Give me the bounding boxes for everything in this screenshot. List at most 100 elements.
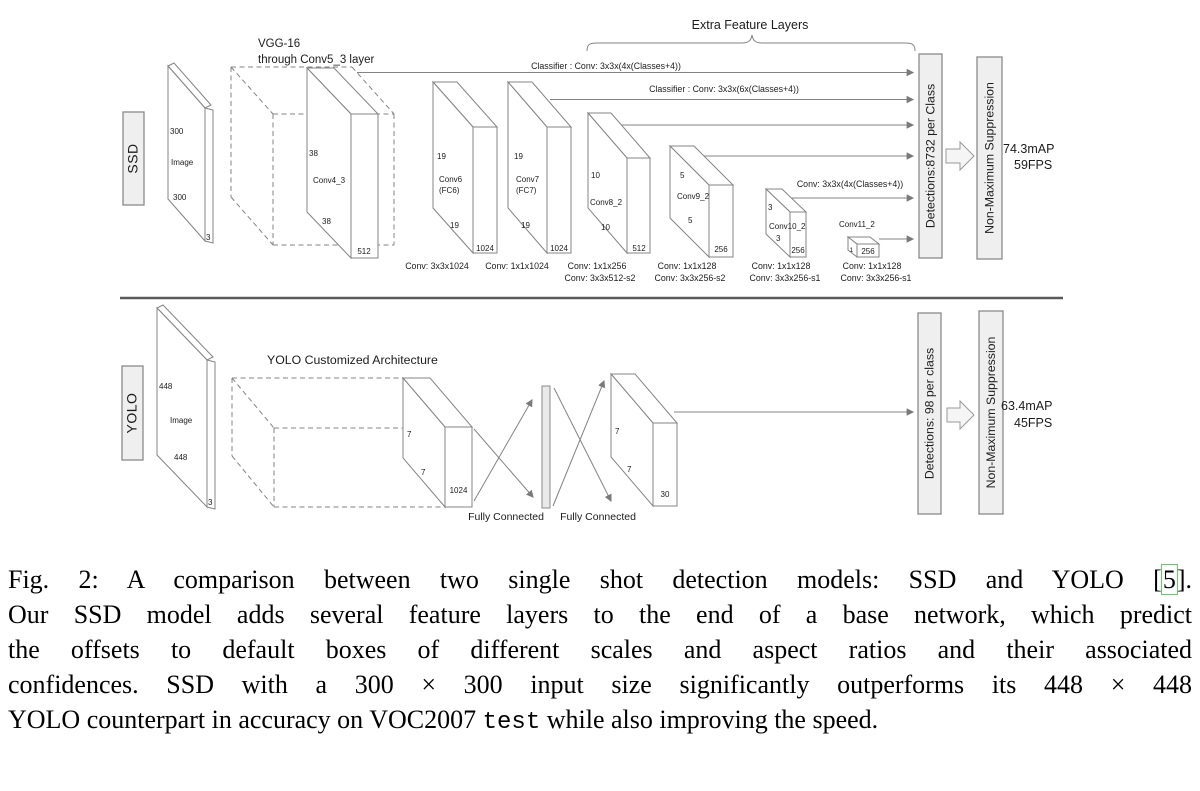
citation-ref-5[interactable]: 5 bbox=[1160, 564, 1178, 595]
conv6-h: 19 bbox=[437, 152, 446, 161]
yolo-conv-out-c: 1024 bbox=[450, 486, 468, 495]
yolo-input-label: Image bbox=[170, 416, 193, 425]
conv6-name: Conv6 bbox=[439, 175, 463, 184]
conv10_2-h: 3 bbox=[768, 203, 773, 212]
yolo-fps-result: 45FPS bbox=[1014, 416, 1052, 430]
conv4_3-name: Conv4_3 bbox=[313, 176, 346, 185]
ssd-input-h: 300 bbox=[170, 127, 184, 136]
conv4_3-w: 38 bbox=[322, 217, 331, 226]
caption-text: input size significantly outperforms its bbox=[502, 670, 1045, 699]
yolo-nms-block-arrow-icon bbox=[946, 399, 975, 431]
fully-connected-label-2: Fully Connected bbox=[560, 511, 636, 523]
op-conv11-1: Conv: 1x1x128 bbox=[843, 261, 902, 271]
ssd-op-labels: Conv: 3x3x1024 Conv: 1x1x1024 Conv: 1x1x… bbox=[405, 261, 911, 283]
conv7-w: 19 bbox=[521, 221, 530, 230]
conv11_2-h: 1 bbox=[850, 247, 854, 254]
caption-text: the offsets to default boxes of differen… bbox=[8, 635, 1192, 664]
layer-conv10_2: 3 Conv10_2 3 256 bbox=[764, 187, 808, 259]
yolo-row-label-box bbox=[121, 365, 144, 461]
conv11_2-name: Conv11_2 bbox=[839, 220, 875, 229]
conv7-name: Conv7 bbox=[516, 175, 540, 184]
yolo-detections-label: Detections: 98 per class bbox=[923, 348, 937, 479]
op-conv8-2: Conv: 3x3x512-s2 bbox=[565, 273, 636, 283]
caption-line-1: Fig. 2: A comparison between two single … bbox=[8, 562, 1192, 597]
yolo-nms-box bbox=[978, 310, 1004, 515]
fully-connected-label-1: Fully Connected bbox=[468, 511, 544, 523]
caption-line-2: Our SSD model adds several feature layer… bbox=[8, 597, 1192, 632]
yolo-input-c: 3 bbox=[208, 498, 213, 507]
caption-line-4: confidences. SSD with a 300 × 300 input … bbox=[8, 667, 1192, 702]
op-conv9-1: Conv: 1x1x128 bbox=[658, 261, 717, 271]
ssd-detections-label: Detections:8732 per Class bbox=[924, 84, 938, 228]
ssd-row-label: SSD bbox=[125, 143, 141, 173]
op-conv10-2: Conv: 3x3x256-s1 bbox=[750, 273, 821, 283]
op-conv6: Conv: 3x3x1024 bbox=[405, 261, 469, 271]
yolo-nms-label: Non-Maximum Suppression bbox=[984, 336, 998, 488]
yolo-conv-out-box: 7 7 1024 bbox=[401, 376, 474, 509]
caption-text: confidences. SSD with a bbox=[8, 670, 355, 699]
layer-conv9_2: 5 Conv9_2 5 256 bbox=[668, 144, 735, 259]
caption-math: 300 × 300 bbox=[354, 670, 503, 699]
vgg-title-line2: through Conv5_3 layer bbox=[258, 54, 375, 66]
conv9_2-c: 256 bbox=[714, 245, 728, 254]
ssd-map-result: 74.3mAP bbox=[1003, 142, 1054, 156]
conv11_2-c: 256 bbox=[861, 247, 875, 256]
caption-code-test: test bbox=[482, 709, 541, 736]
yolo-fc-bar bbox=[541, 385, 551, 509]
conv10_2-c: 256 bbox=[791, 246, 805, 255]
figure-caption: Fig. 2: A comparison between two single … bbox=[8, 562, 1192, 737]
op-conv11-2: Conv: 3x3x256-s1 bbox=[841, 273, 912, 283]
ssd-nms-block-arrow-icon bbox=[945, 140, 975, 172]
caption-text: Fig. 2: A comparison between two single … bbox=[8, 565, 1162, 594]
extra-feature-layers-title: Extra Feature Layers bbox=[692, 18, 809, 32]
yolo-output-box: 7 7 30 bbox=[609, 372, 679, 508]
yolo-input-w: 448 bbox=[174, 453, 188, 462]
ssd-row-label-box bbox=[122, 111, 145, 206]
ssd-nms-box bbox=[976, 56, 1003, 260]
conv10_2-w: 3 bbox=[776, 234, 781, 243]
ssd-row: SSD 300 Image 300 3 VGG-16 through Conv5… bbox=[122, 18, 1054, 283]
op-conv7: Conv: 1x1x1024 bbox=[485, 261, 549, 271]
caption-line-5: YOLO counterpart in accuracy on VOC2007 … bbox=[8, 702, 1192, 737]
layer-conv11_2: Conv11_2 1 256 bbox=[839, 220, 881, 259]
caption-text: ]. bbox=[1176, 565, 1192, 594]
caption-math: 448 × 448 bbox=[1044, 670, 1193, 699]
ssd-input-image: 300 Image 300 3 bbox=[167, 62, 214, 244]
caption-text: Our SSD model adds several feature layer… bbox=[8, 600, 1192, 629]
conv6-c: 1024 bbox=[476, 244, 494, 253]
yolo-backbone-dashed-box bbox=[231, 377, 445, 508]
ssd-input-w: 300 bbox=[173, 193, 187, 202]
op-conv10-1: Conv: 1x1x128 bbox=[752, 261, 811, 271]
conv9_2-h: 5 bbox=[680, 171, 685, 180]
conv7-c: 1024 bbox=[550, 244, 568, 253]
yolo-conv-out-h: 7 bbox=[407, 430, 412, 439]
caption-text: YOLO counterpart in accuracy on VOC2007 bbox=[8, 705, 483, 734]
ssd-input-c: 3 bbox=[206, 233, 211, 242]
op-conv8-1: Conv: 1x1x256 bbox=[568, 261, 627, 271]
layer-conv8_2: 10 Conv8_2 10 512 bbox=[586, 111, 652, 255]
yolo-row: YOLO 448 Image 448 3 YOLO Customized Arc… bbox=[121, 304, 1052, 523]
layer-conv7: 19 Conv7 (FC7) 19 1024 bbox=[506, 80, 573, 255]
conv8_2-c: 512 bbox=[632, 244, 646, 253]
conv8_2-name: Conv8_2 bbox=[590, 198, 623, 207]
yolo-input-h: 448 bbox=[159, 382, 173, 391]
ssd-classifier-arrows: Classifier : Conv: 3x3x(4x(Classes+4)) C… bbox=[357, 61, 915, 243]
yolo-output-w: 7 bbox=[627, 465, 632, 474]
layer-conv6: 19 Conv6 (FC6) 19 1024 bbox=[431, 80, 499, 255]
conv4_3-c: 512 bbox=[357, 247, 371, 256]
yolo-map-result: 63.4mAP bbox=[1001, 399, 1052, 413]
yolo-output-h: 7 bbox=[615, 427, 620, 436]
extra-feature-layers-brace bbox=[586, 34, 916, 52]
caption-text: while also improving the speed. bbox=[540, 705, 879, 734]
yolo-input-image: 448 Image 448 3 bbox=[156, 304, 216, 510]
classifier2-label: Classifier : Conv: 3x3x(6x(Classes+4)) bbox=[649, 84, 799, 94]
caption-line-3: the offsets to default boxes of differen… bbox=[8, 632, 1192, 667]
ssd-fps-result: 59FPS bbox=[1014, 158, 1052, 172]
yolo-conv-out-w: 7 bbox=[421, 468, 426, 477]
yolo-row-label: YOLO bbox=[124, 393, 140, 434]
ssd-input-label: Image bbox=[171, 158, 194, 167]
vgg-title-line1: VGG-16 bbox=[258, 38, 300, 50]
conv10_2-name: Conv10_2 bbox=[769, 222, 806, 231]
architecture-diagram: SSD 300 Image 300 3 VGG-16 through Conv5… bbox=[120, 18, 1063, 523]
